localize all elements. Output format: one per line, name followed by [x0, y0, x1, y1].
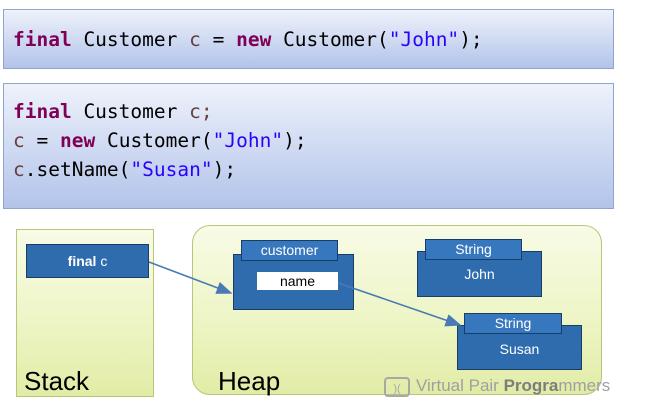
string-type-label: String — [464, 313, 562, 334]
stack-label: Stack — [24, 366, 90, 396]
watermark-prefix: Virtual Pair — [416, 376, 504, 395]
code-token: Customer( — [95, 129, 213, 152]
code-token: Customer — [71, 28, 190, 51]
name-field: name — [257, 272, 338, 290]
code-token: c — [13, 158, 25, 181]
code-token: = — [24, 129, 60, 152]
watermark-suffix: mmers — [558, 376, 611, 395]
watermark-bold: Progra — [503, 376, 559, 395]
customer-type-label: customer — [241, 240, 338, 261]
vpp-logo-icon: )( — [384, 376, 410, 397]
code-line: c = new Customer("John"); — [13, 131, 307, 151]
code-token: "John" — [212, 129, 284, 152]
code-line: c.setName("Susan"); — [13, 160, 236, 180]
string-value-john: John — [464, 266, 495, 282]
final-c-variable: final c — [26, 244, 149, 278]
reference-arrow-c-to-customer — [148, 261, 233, 294]
code-token: Customer — [71, 100, 190, 123]
variable-name: c — [100, 253, 108, 269]
code-token: "Susan" — [130, 158, 213, 181]
code-token: ); — [212, 158, 237, 181]
code-token: "John" — [388, 28, 460, 51]
code-token: .setName( — [24, 158, 131, 181]
code-token: Customer( — [271, 28, 389, 51]
code-token: final — [13, 28, 72, 51]
code-snippet-1: final Customer c = new Customer("John"); — [3, 9, 614, 69]
code-token: c — [13, 129, 25, 152]
reference-arrow-name-to-susan — [337, 282, 462, 327]
code-line: final Customer c; — [13, 102, 213, 122]
code-token: new — [236, 28, 272, 51]
string-value-susan: Susan — [499, 341, 540, 357]
code-token: ); — [459, 28, 483, 51]
code-token: = — [200, 28, 237, 51]
final-keyword: final — [67, 253, 97, 269]
code-token: ); — [283, 129, 307, 152]
code-token: c — [189, 28, 201, 51]
heap-label: Heap — [218, 366, 281, 396]
string-type-label: String — [425, 239, 522, 260]
code-token: new — [59, 129, 96, 152]
code-token: final — [13, 100, 72, 123]
code-snippet-2: final Customer c; c = new Customer("John… — [3, 83, 614, 209]
watermark: )( Virtual Pair Programmers — [384, 372, 610, 400]
code-line: final Customer c = new Customer("John"); — [13, 30, 483, 50]
code-token: c; — [189, 100, 213, 123]
